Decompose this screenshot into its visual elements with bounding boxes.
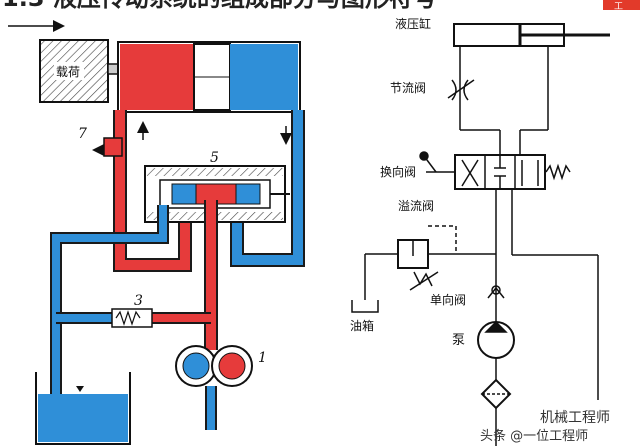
svg-text:泵: 泵 [452,333,465,348]
svg-text:节流阀: 节流阀 [390,81,426,95]
svg-text:1: 1 [258,350,267,366]
oil-tank [35,372,131,445]
watermark-brand: 机械工程师 [540,410,610,426]
svg-text:7: 7 [78,126,87,142]
check-valve-symbol [487,285,505,299]
directional-valve-symbol [419,151,571,190]
cylinder-symbol [453,23,610,47]
throttle-symbol [447,79,475,101]
load-block: 载荷 [39,39,109,103]
svg-text:工: 工 [614,2,623,12]
gear-pump-1: 1 [175,345,267,387]
throttle-valve-7: 7 [78,126,123,157]
brand-logo-badge: 工 [603,0,640,12]
header-title: 1.3 液压传动系统的组成部分与图形符号 [2,0,437,12]
svg-text:3: 3 [134,293,143,309]
right-schematic-diagram: 液压缸 节流阀 [350,16,610,446]
relief-valve-symbol [364,225,496,300]
hydraulic-cylinder [117,41,301,113]
svg-text:溢流阀: 溢流阀 [398,199,434,213]
svg-text:载荷: 载荷 [56,65,80,79]
relief-valve-3: 3 [111,293,153,328]
svg-text:5: 5 [210,150,219,166]
svg-text:1.3 液压传动系统的组成部分与图形符号: 1.3 液压传动系统的组成部分与图形符号 [2,0,437,12]
tank-symbol [351,300,379,313]
svg-text:油箱: 油箱 [350,318,374,333]
svg-text:换向阀: 换向阀 [380,164,416,179]
pump-symbol [477,320,515,359]
filter-symbol [480,358,512,446]
svg-text:液压缸: 液压缸 [395,16,431,31]
watermark-source: 头条 @一位工程师 [480,428,588,444]
svg-text:机械工程师: 机械工程师 [540,410,610,426]
left-pictorial-diagram: 载荷 7 [35,39,305,445]
svg-text:单向阀: 单向阀 [430,292,466,307]
svg-text:头条 @一位工程师: 头条 @一位工程师 [480,428,588,444]
